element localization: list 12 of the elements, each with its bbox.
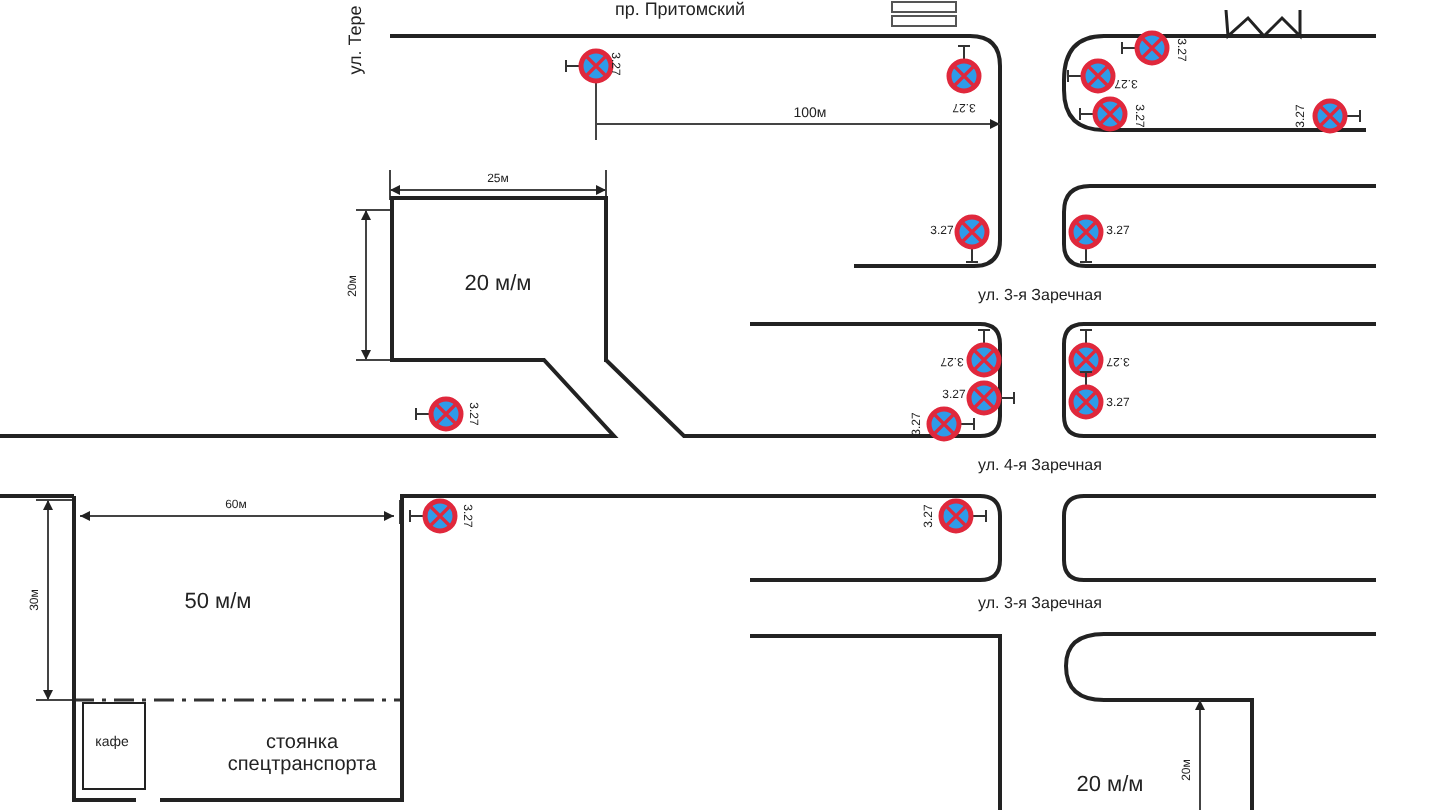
building-box xyxy=(82,702,146,790)
street-name: пр. Притомский xyxy=(614,1,746,19)
capacity-label: 20 м/м xyxy=(464,271,532,297)
capacity-label: 50 м/м xyxy=(184,589,252,615)
street-name: ул. 4-я Заречная xyxy=(978,458,1102,474)
street-name: ул. Тере xyxy=(347,5,365,75)
capacity-label: 20 м/м xyxy=(1076,775,1144,797)
parking-lot-area xyxy=(390,196,608,362)
area-label: стоянка спецтранспорта xyxy=(225,732,379,776)
street-name: ул. 3-я Заречная xyxy=(978,288,1102,304)
street-name: ул. 3-я Заречная xyxy=(978,596,1102,612)
parking-lot-area xyxy=(72,496,404,802)
